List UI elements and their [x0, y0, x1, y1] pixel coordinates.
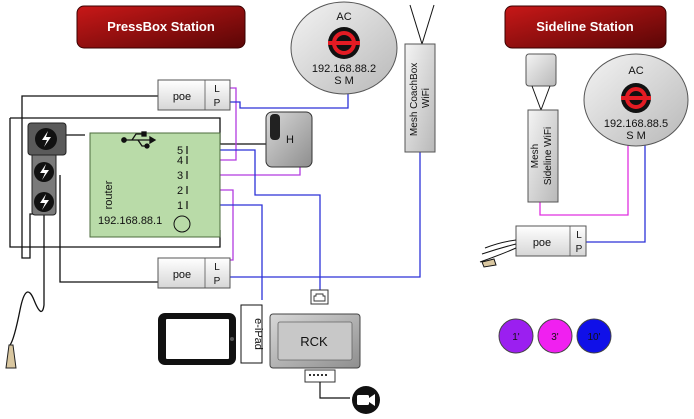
antenna-icon — [421, 4, 435, 45]
sideline-station-header: Sideline Station — [504, 5, 667, 49]
ap-ports: S M — [626, 130, 646, 142]
poe-port-p: P — [214, 98, 221, 109]
legend-swatch — [537, 318, 573, 354]
poe-label: poe — [173, 91, 191, 103]
poe-port-p: P — [214, 276, 221, 287]
power-outlet-icon — [34, 162, 54, 182]
ap-label: AC — [628, 65, 643, 77]
access-point-pressbox: AC 192.168.88.2 S M — [290, 1, 398, 95]
poe-port-l: L — [576, 230, 582, 241]
video-camera-icon — [352, 386, 380, 414]
legend-label: 3' — [551, 332, 559, 343]
poe-injector-lower: poe L P — [157, 257, 231, 289]
logo-icon — [328, 27, 360, 59]
sideline-station-title: Sideline Station — [536, 19, 634, 34]
power-plug-icon — [5, 344, 17, 369]
mesh-sideline: Mesh Sideline WiFi — [525, 53, 559, 203]
router-port-5: 5 — [177, 145, 183, 157]
poe-port-l: L — [214, 84, 220, 95]
poe-injector-sideline: poe L P — [515, 225, 587, 257]
poe-label: poe — [533, 237, 551, 249]
antenna-icon — [409, 4, 423, 45]
power-strip — [27, 122, 67, 216]
mesh-coachbox: Mesh CoachBox WiFi — [404, 4, 436, 153]
poe-port-p: P — [576, 244, 583, 255]
hub-label: H — [286, 134, 294, 146]
legend-swatch — [498, 318, 534, 354]
mesh-coachbox-label: Mesh CoachBox WiFi — [409, 60, 432, 136]
legend-label: 1' — [512, 332, 520, 343]
ipad-label: e-iPad — [252, 318, 264, 350]
ap-ports: S M — [334, 75, 354, 87]
cable-length-legend: 1' 3' 10' — [498, 318, 612, 354]
mesh-sideline-antenna-box — [525, 53, 557, 87]
router-label: router — [103, 180, 115, 209]
legend-label: 10' — [587, 332, 600, 343]
router-port-4: 4 — [177, 155, 183, 167]
ap-label: AC — [336, 11, 351, 23]
router-port-2: 2 — [177, 185, 183, 197]
rck-label: RCK — [300, 334, 328, 349]
ipad-device — [158, 313, 236, 365]
access-point-sideline: AC 192.168.88.5 S M — [583, 53, 689, 147]
rck-device: RCK — [269, 289, 380, 414]
ap-ip: 192.168.88.5 — [604, 118, 668, 130]
ap-ip: 192.168.88.2 — [312, 63, 376, 75]
hub-device: H — [265, 111, 313, 168]
mesh-sideline-label-line2: Sideline WiFi — [543, 127, 554, 185]
router-port-3: 3 — [177, 170, 183, 182]
router-port-1: 1 — [177, 200, 183, 212]
legend-swatch — [576, 318, 612, 354]
router: router 192.168.88.1 5 4 3 2 1 — [89, 131, 221, 238]
sideline-power-cord — [479, 239, 517, 268]
magenta-cables — [539, 142, 629, 216]
logo-icon — [621, 83, 651, 113]
router-ip: 192.168.88.1 — [98, 215, 162, 227]
router-reset-button — [173, 215, 191, 233]
power-outlet-icon — [34, 192, 54, 212]
pressbox-station-title: PressBox Station — [107, 19, 215, 34]
poe-injector-upper: poe L P — [157, 79, 231, 111]
poe-label: poe — [173, 269, 191, 281]
ipad-label-box: e-iPad — [240, 304, 264, 364]
power-outlet-icon — [35, 128, 57, 150]
mesh-sideline-label-line1: Mesh — [530, 144, 541, 168]
usb-icon — [121, 131, 157, 149]
pressbox-station-header: PressBox Station — [76, 5, 246, 49]
ethernet-port-icon — [310, 289, 329, 305]
poe-port-l: L — [214, 262, 220, 273]
router-port-labels: 5 4 3 2 1 — [177, 145, 183, 212]
